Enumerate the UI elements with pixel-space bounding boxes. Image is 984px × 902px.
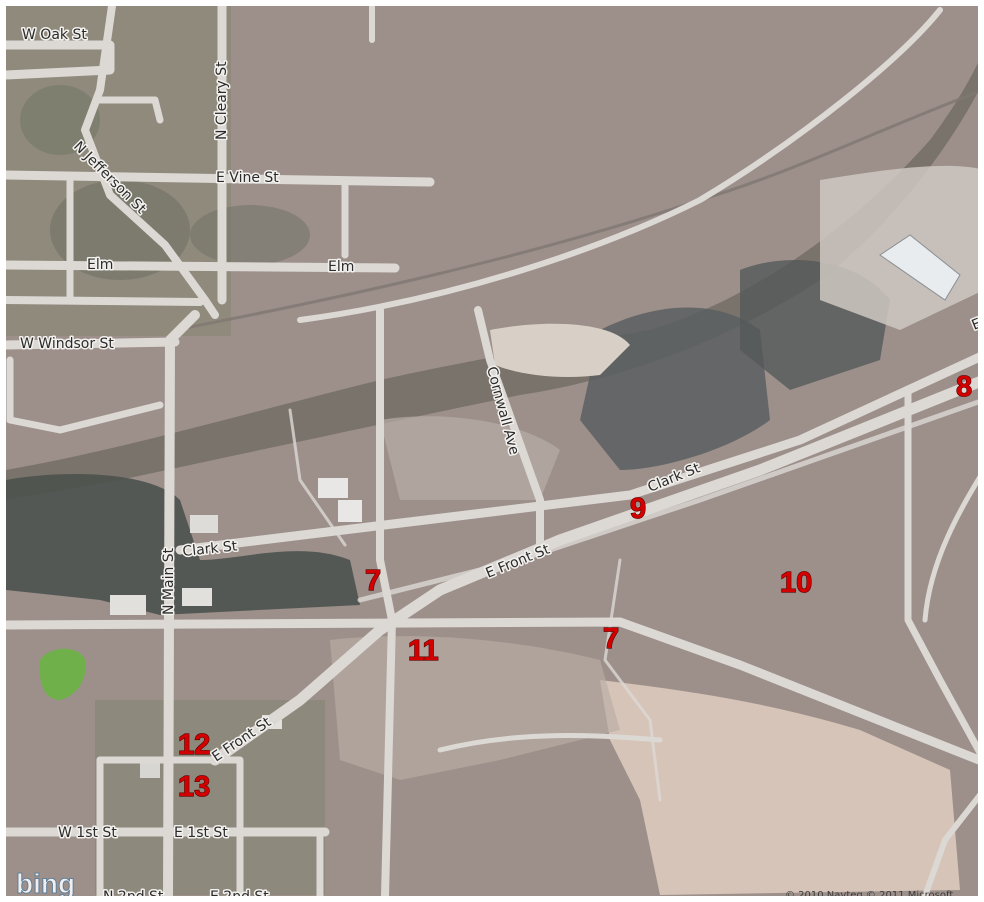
label-e-vine-st: E Vine St: [216, 170, 279, 186]
road-local: [437, 733, 663, 753]
building: [140, 762, 160, 778]
dark-fill-area: [6, 474, 360, 615]
road-w-oak: [1, 40, 115, 80]
bing-logo[interactable]: bing: [16, 868, 76, 900]
label-w-1st-st: W 1st St: [58, 825, 117, 841]
pond: [39, 648, 86, 700]
road-east: [922, 787, 984, 899]
site-marker-8[interactable]: 8: [955, 370, 972, 403]
building: [110, 595, 146, 615]
warehouse-building: [879, 234, 961, 301]
dirt-track: [603, 558, 662, 802]
road-n-jefferson: [81, 2, 219, 319]
road-e-vine: [1, 170, 435, 187]
cleared-ground: [600, 680, 960, 895]
road-e-front-parallel: [357, 397, 984, 603]
road-northeast: [297, 7, 943, 323]
label-e-1st-st: E 1st St: [174, 825, 228, 841]
road-e-front: [209, 374, 984, 766]
railroad: [174, 88, 984, 332]
road-clark: [175, 350, 984, 555]
site-marker-13[interactable]: 13: [177, 770, 210, 803]
tree-cluster: [190, 205, 310, 265]
cleared-ground: [490, 323, 630, 377]
road-local: [96, 756, 244, 900]
site-marker-10[interactable]: 10: [779, 566, 812, 599]
road-local: [376, 306, 396, 900]
site-marker-7[interactable]: 7: [602, 622, 619, 655]
tree-cluster: [20, 85, 100, 155]
site-marker-12[interactable]: 12: [177, 728, 210, 761]
road-loop: [96, 96, 164, 124]
road-n-main: [163, 310, 200, 901]
road-local: [6, 356, 164, 434]
dark-fill-area: [580, 307, 770, 470]
road-east: [922, 467, 984, 623]
residential-area-south: [95, 700, 325, 895]
label-elm-west: Elm: [87, 257, 113, 273]
label-w-windsor-st: W Windsor St: [20, 336, 114, 352]
tree-cluster: [50, 180, 190, 280]
label-w-oak-st: W Oak St: [22, 27, 87, 43]
map-copyright: © 2010 Navteq © 2011 Microsoft: [785, 890, 953, 901]
road-local: [2, 296, 204, 306]
road-crossing: [1, 617, 984, 767]
road-w-windsor: [1, 337, 180, 350]
site-marker-7[interactable]: 7: [364, 564, 381, 597]
label-n-cleary-st: N Cleary St: [214, 61, 230, 140]
site-marker-11[interactable]: 11: [407, 634, 439, 667]
road-east: [904, 386, 984, 764]
building: [318, 478, 348, 498]
label-elm-east: Elm: [328, 259, 354, 275]
dirt-track: [288, 408, 347, 547]
cleared-ground: [330, 636, 620, 780]
building: [190, 515, 218, 533]
site-marker-9[interactable]: 9: [629, 492, 646, 525]
label-n-main-st: N Main St: [161, 547, 177, 615]
road-cornwall: [474, 306, 544, 549]
building: [182, 588, 212, 606]
building: [338, 500, 362, 522]
